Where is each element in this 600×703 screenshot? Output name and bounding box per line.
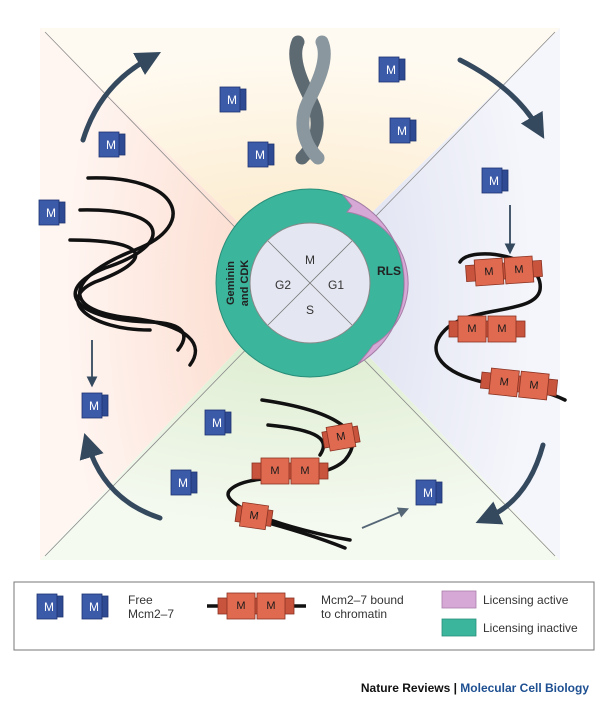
mcm-letter-right: M xyxy=(514,264,524,277)
mcm-letter: M xyxy=(46,206,56,220)
footer-journal: Nature Reviews xyxy=(361,681,451,695)
cell-cycle-ring: M G1 S G2 RLS Geminin and CDK xyxy=(215,188,409,378)
legend-free-line2: Mcm2–7 xyxy=(128,607,174,621)
mcm-letter: M xyxy=(227,93,237,107)
phase-g2: G2 xyxy=(275,278,291,292)
phase-m: M xyxy=(305,253,315,267)
free-mcm-8: M xyxy=(81,392,109,419)
free-mcm-9: M xyxy=(204,409,232,436)
quadrant-backgrounds xyxy=(40,28,560,560)
free-mcm-3: M xyxy=(378,56,406,83)
cycle-arrows xyxy=(79,52,546,525)
mcm-letter: M xyxy=(89,399,99,413)
legend-inactive-swatch xyxy=(441,618,477,637)
mcm-letter: M xyxy=(249,509,260,522)
footer-section: Molecular Cell Biology xyxy=(460,681,589,695)
footer-separator: | xyxy=(450,681,460,695)
free-mcm-5: M xyxy=(98,131,126,158)
mcm-letter: M xyxy=(335,430,346,443)
free-mcm-1: M xyxy=(219,86,247,113)
rls-label: RLS xyxy=(377,264,401,278)
legend-free-icon-2: M xyxy=(81,593,109,620)
mcm-letter: M xyxy=(89,600,99,614)
mcm-letter: M xyxy=(397,124,407,138)
mcm-letter: M xyxy=(212,416,222,430)
free-mcm-2: M xyxy=(247,141,275,168)
cycle-arrow-top-left xyxy=(80,52,161,143)
legend-active-swatch xyxy=(441,590,477,609)
free-mcm-4: M xyxy=(389,117,417,144)
cdk-label: and CDK xyxy=(239,260,251,307)
phase-g1: G1 xyxy=(328,278,344,292)
cycle-arrow-top-right xyxy=(457,57,545,139)
geminin-label: Geminin xyxy=(225,261,237,305)
cycle-arrow-bottom-left xyxy=(79,433,163,521)
legend-active-label: Licensing active xyxy=(483,593,569,607)
free-mcm-11: M xyxy=(415,479,443,506)
chromatin-left xyxy=(68,176,198,367)
footer-credit: Nature Reviews | Molecular Cell Biology xyxy=(361,681,589,695)
licensing-active-arc xyxy=(341,193,409,365)
quadrant-left xyxy=(40,28,300,560)
legend-bound-line2: to chromatin xyxy=(321,607,387,621)
mcm-letter-left: M xyxy=(467,323,476,335)
mcm-letter-left: M xyxy=(484,266,494,279)
mcm-letter: M xyxy=(255,148,265,162)
mcm-letter-right: M xyxy=(529,379,539,392)
small-arrow-bottom xyxy=(361,507,409,529)
mcm-letter-left: M xyxy=(236,600,245,612)
phase-divider-2 xyxy=(267,240,353,326)
svg-text:Nature Reviews | Molecular Cel: Nature Reviews | Molecular Cell Biology xyxy=(361,681,589,695)
mcm-letter-right: M xyxy=(497,323,506,335)
legend-inactive-label: Licensing inactive xyxy=(483,621,578,635)
chromosome-icon xyxy=(289,35,331,165)
mcm-letter: M xyxy=(178,476,188,490)
legend-bound-line1: Mcm2–7 bound xyxy=(321,593,404,607)
mcm-letter-left: M xyxy=(499,376,509,389)
free-mcm-10: M xyxy=(170,469,198,496)
mcm-letter: M xyxy=(489,174,499,188)
bound-mcm-single-2: M xyxy=(234,501,274,531)
quadrant-right xyxy=(300,28,560,560)
mcm-letter-right: M xyxy=(300,465,309,477)
mcm-letter: M xyxy=(423,486,433,500)
phase-s: S xyxy=(306,303,314,317)
small-arrows xyxy=(86,205,516,529)
mcm-letter: M xyxy=(44,600,54,614)
legend-free-line1: Free xyxy=(128,593,153,607)
mcm-letter: M xyxy=(386,63,396,77)
legend-box xyxy=(13,581,595,651)
cycle-arrow-bottom-right xyxy=(475,442,546,525)
free-mcm-7: M xyxy=(481,167,509,194)
mcm-letter-left: M xyxy=(270,465,279,477)
legend-free-icon-1: M xyxy=(36,593,64,620)
free-mcm-6: M xyxy=(38,199,66,226)
mcm-letter-right: M xyxy=(266,600,275,612)
mcm-letter: M xyxy=(106,138,116,152)
bound-mcm-single-1: M xyxy=(321,422,361,452)
